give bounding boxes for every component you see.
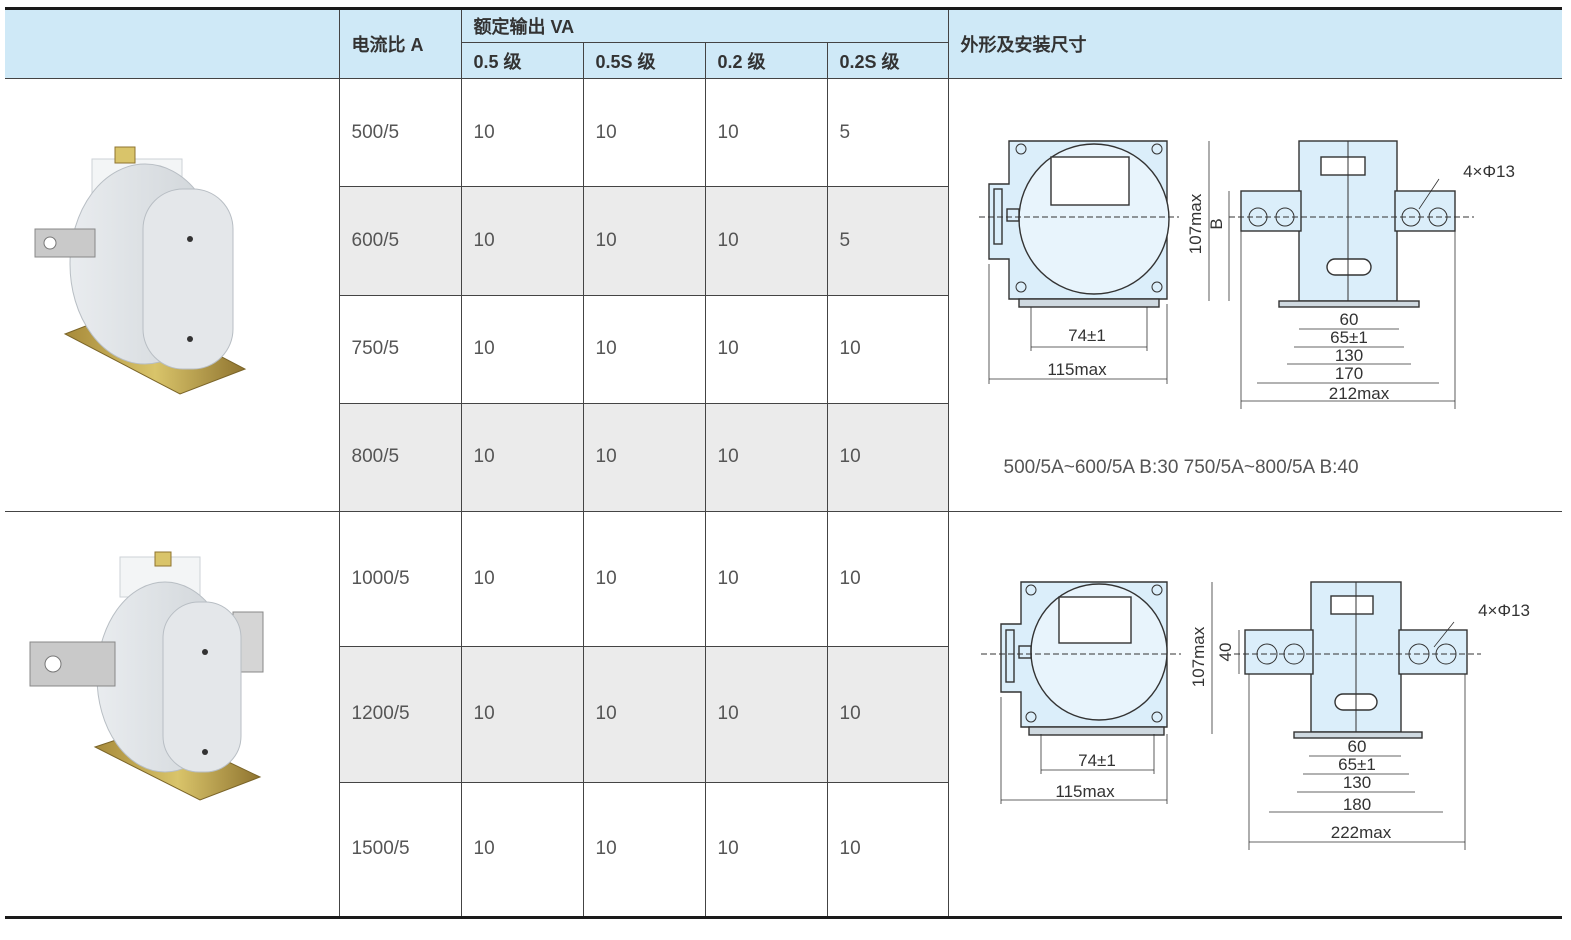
dim-180-2: 180 <box>1342 795 1370 814</box>
header-dimensions: 外形及安装尺寸 <box>947 8 1563 79</box>
class-02-cell: 10 <box>704 781 828 919</box>
dim-115-2: 115max <box>1055 782 1115 801</box>
header-class-05s: 0.5S 级 <box>582 42 706 79</box>
table-row: 1500/5 10 10 10 10 <box>5 781 1562 919</box>
class-05s-cell: 10 <box>582 402 706 513</box>
header-class-02s: 0.2S 级 <box>826 42 949 79</box>
class-02-cell: 10 <box>704 186 828 296</box>
header-ratio: 电流比 A <box>338 8 462 79</box>
dimension-drawing-1: 74±1 115max 60 65±1 130 170 212max 4×Φ13… <box>947 78 1563 512</box>
header-class-02: 0.2 级 <box>704 42 828 79</box>
class-02s-cell: 10 <box>826 781 949 919</box>
ratio-cell: 1000/5 <box>338 510 462 648</box>
class-05s-cell: 10 <box>582 77 706 188</box>
dim-107: 107max <box>1186 193 1205 254</box>
table-row: 500/5 10 10 10 5 <box>5 77 1563 512</box>
class-05s-cell: 10 <box>582 294 706 404</box>
ratio-cell: 600/5 <box>338 186 462 296</box>
class-05-cell: 10 <box>460 781 584 919</box>
class-02s-cell: 10 <box>826 510 949 648</box>
dim-b: B <box>1207 218 1226 229</box>
class-02-cell: 10 <box>704 510 828 648</box>
class-02s-cell: 5 <box>826 186 949 296</box>
ratio-cell: 1200/5 <box>338 646 462 783</box>
class-05s-cell: 10 <box>582 186 706 296</box>
dim-65-2: 65±1 <box>1338 755 1376 774</box>
dim-107-2: 107max <box>1189 626 1208 687</box>
table-row: 800/5 10 10 10 10 <box>5 402 1562 513</box>
class-05-cell: 10 <box>460 294 584 404</box>
class-05-cell: 10 <box>460 510 584 648</box>
dim-hole: 4×Φ13 <box>1463 162 1515 181</box>
class-02-cell: 10 <box>704 294 828 404</box>
header-class-05: 0.5 级 <box>460 42 584 79</box>
class-02-cell: 10 <box>704 77 828 188</box>
class-05-cell: 10 <box>460 402 584 513</box>
class-05s-cell: 10 <box>582 781 706 919</box>
class-02s-cell: 10 <box>826 402 949 513</box>
class-05s-cell: 10 <box>582 510 706 648</box>
dim-40-2: 40 <box>1216 643 1235 662</box>
header-photo <box>5 8 340 79</box>
class-05s-cell: 10 <box>582 646 706 783</box>
dimension-svg-2: 74±1 115max 60 65±1 130 180 222max 4×Φ13… <box>980 581 1530 850</box>
dim-60-2: 60 <box>1347 737 1366 756</box>
dim-115: 115max <box>1047 360 1107 379</box>
dim-hole-2: 4×Φ13 <box>1478 601 1530 620</box>
ratio-cell: 800/5 <box>338 402 462 513</box>
dim-170: 170 <box>1334 364 1362 383</box>
dim-74: 74±1 <box>1068 326 1106 345</box>
class-05-cell: 10 <box>460 77 584 188</box>
class-05-cell: 10 <box>460 186 584 296</box>
dimension-svg-1: 74±1 115max 60 65±1 130 170 212max 4×Φ13… <box>978 140 1515 409</box>
spec-table: 电流比 A 额定输出 VA 外形及安装尺寸 0.5 级 0.5S 级 0.2 级… <box>5 7 1563 919</box>
dim-65: 65±1 <box>1330 328 1368 347</box>
transformer-image <box>34 146 247 395</box>
product-photo-small <box>5 78 340 512</box>
b-note: 500/5A~600/5A B:30 750/5A~800/5A B:40 <box>1003 457 1359 478</box>
table-row: 600/5 10 10 10 5 <box>5 186 1562 296</box>
dim-222-2: 222max <box>1330 823 1391 842</box>
table-row: 1000/5 10 10 10 10 <box>5 510 1563 918</box>
dim-212: 212max <box>1328 384 1389 403</box>
class-02s-cell: 10 <box>826 646 949 783</box>
class-02-cell: 10 <box>704 402 828 513</box>
dimension-drawing-2: 74±1 115max 60 65±1 130 180 222max 4×Φ13… <box>947 511 1563 918</box>
product-photo-large <box>5 511 340 918</box>
ratio-cell: 1500/5 <box>338 781 462 919</box>
table-row: 1200/5 10 10 10 10 <box>5 646 1562 783</box>
dim-74-2: 74±1 <box>1078 751 1116 770</box>
dim-130-2: 130 <box>1342 773 1370 792</box>
class-02s-cell: 10 <box>826 294 949 404</box>
ratio-cell: 750/5 <box>338 294 462 404</box>
header-rated-output: 额定输出 VA <box>460 8 949 43</box>
dim-130: 130 <box>1334 346 1362 365</box>
class-02-cell: 10 <box>704 646 828 783</box>
ratio-cell: 500/5 <box>338 77 462 188</box>
table-row: 750/5 10 10 10 10 <box>5 294 1562 404</box>
transformer-image-2 <box>29 551 264 801</box>
dim-60: 60 <box>1339 310 1358 329</box>
class-05-cell: 10 <box>460 646 584 783</box>
class-02s-cell: 5 <box>826 77 949 188</box>
